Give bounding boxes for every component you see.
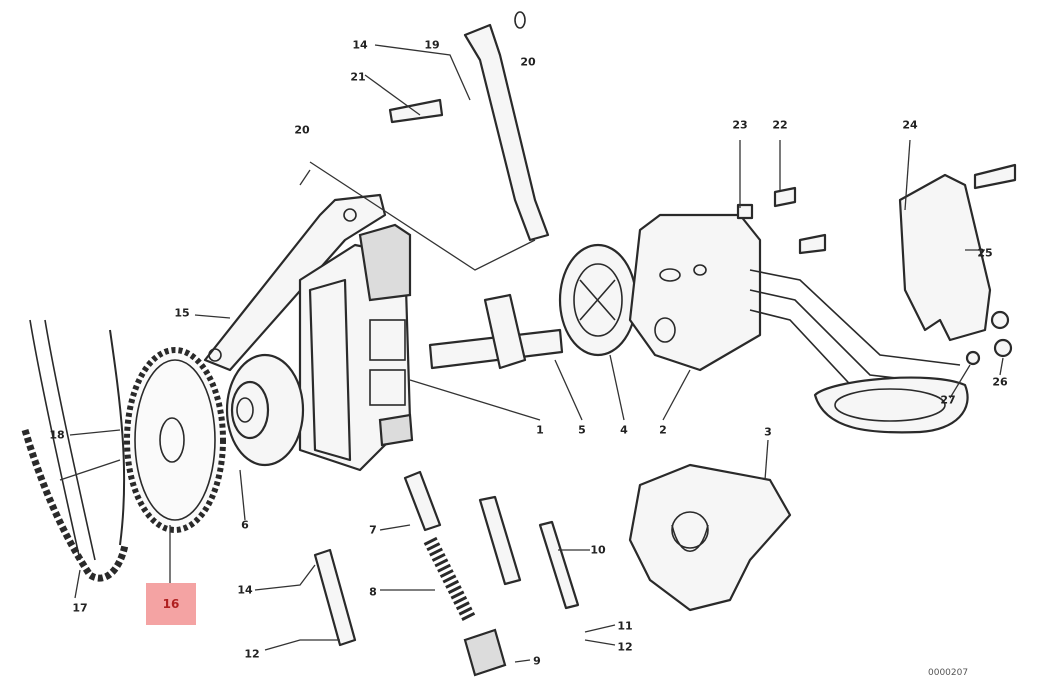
callout-7: 7 [369, 523, 377, 537]
callout-5: 5 [578, 423, 586, 437]
callout-24: 24 [902, 118, 918, 132]
callout-6: 6 [241, 518, 249, 532]
plug [463, 628, 507, 677]
timing-chain [21, 319, 129, 582]
callout-10: 10 [590, 543, 606, 557]
inner-rotor [483, 293, 527, 370]
bolt-21 [388, 98, 444, 124]
callout-3: 3 [764, 425, 772, 439]
callout-23: 23 [732, 118, 748, 132]
callout-17: 17 [72, 601, 88, 615]
oil-pickup-arm [463, 23, 550, 242]
bolt-12 [313, 548, 357, 647]
callout-18: 18 [49, 428, 65, 442]
callout-22: 22 [772, 118, 788, 132]
highlighted-callout-label: 16 [162, 597, 180, 611]
highlighted-callout-16[interactable]: 16 [146, 583, 196, 625]
drive-hub [225, 353, 305, 467]
callout-12-right: 12 [617, 640, 633, 654]
pipe-bracket [898, 173, 992, 342]
callout-8: 8 [369, 585, 377, 599]
relief-spring [423, 536, 477, 624]
callout-19: 19 [424, 38, 440, 52]
callout-14-top: 14 [352, 38, 368, 52]
callout-14: 14 [237, 583, 253, 597]
relief-piston [403, 470, 442, 532]
callout-1: 1 [536, 423, 544, 437]
callout-25: 25 [977, 246, 993, 260]
outer-rotor [558, 243, 638, 357]
oil-pump-housing [298, 223, 414, 472]
catalog-number: 0000207 [928, 668, 969, 678]
callout-2: 2 [659, 423, 667, 437]
callout-27: 27 [940, 393, 956, 407]
callout-21: 21 [350, 70, 366, 84]
callout-15: 15 [174, 306, 190, 320]
suction-pipe [749, 269, 969, 434]
callout-12: 12 [244, 647, 260, 661]
bracket [203, 193, 387, 372]
callout-9: 9 [533, 654, 541, 668]
leader-lines [59, 44, 1004, 663]
callout-20-top: 20 [520, 55, 536, 69]
pump-cover [628, 213, 762, 372]
bolt-long [478, 495, 522, 586]
callout-4: 4 [620, 423, 628, 437]
gasket [628, 463, 792, 612]
callout-26: 26 [992, 375, 1008, 389]
pin-10 [538, 520, 580, 610]
callout-11: 11 [617, 619, 633, 633]
callout-20: 20 [294, 123, 310, 137]
sprocket [124, 347, 226, 533]
